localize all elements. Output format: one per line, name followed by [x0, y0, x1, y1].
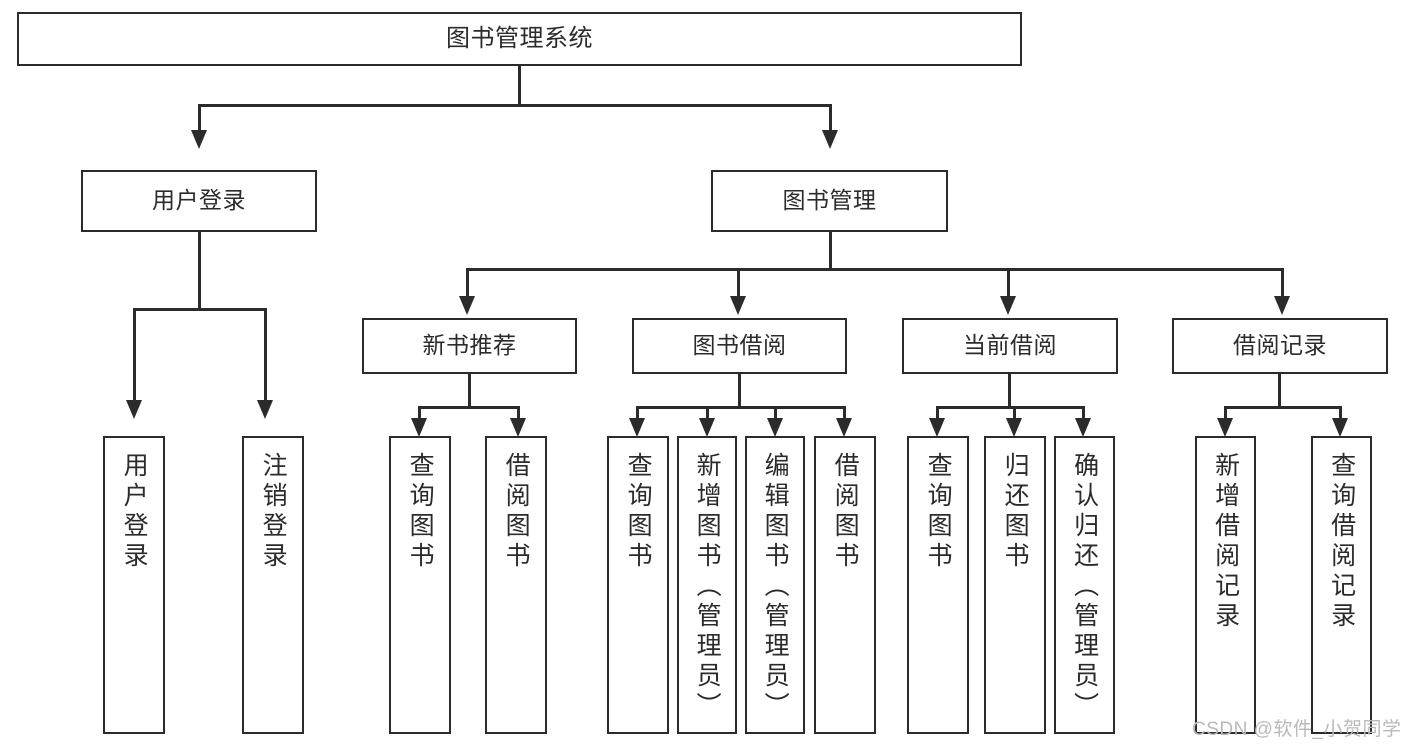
- node-book-management[interactable]: 图书管理: [711, 170, 948, 232]
- connector-root-drop-right: [829, 104, 832, 132]
- node-label: 查询图书: [406, 452, 435, 572]
- node-label: 确认归还（管理员）: [1070, 452, 1099, 722]
- connector-book-mgmt-bus: [466, 268, 1284, 271]
- leaf-recommend-1[interactable]: 查询图书: [389, 436, 451, 734]
- node-label: 新书推荐: [422, 332, 517, 359]
- leaf-current-borrow-3[interactable]: 确认归还（管理员）: [1054, 436, 1115, 734]
- connector-user-login-bus: [133, 308, 267, 311]
- leaf-current-borrow-2[interactable]: 归还图书: [984, 436, 1046, 734]
- arrowhead-to-current-borrow: [1000, 296, 1016, 315]
- arrowhead-to-new-book-recommend: [459, 296, 475, 315]
- node-label: 图书管理系统: [446, 24, 593, 52]
- node-label: 查询借阅记录: [1327, 452, 1356, 632]
- arrowhead-current-leaf-1: [929, 418, 945, 437]
- node-root-book-management-system[interactable]: 图书管理系统: [17, 12, 1022, 66]
- node-label: 图书管理: [782, 187, 877, 214]
- connector-book-mgmt-drop-1: [466, 268, 469, 298]
- leaf-book-borrow-4[interactable]: 借阅图书: [814, 436, 876, 734]
- connector-record-stem: [1278, 374, 1281, 408]
- leaf-borrow-record-2[interactable]: 查询借阅记录: [1311, 436, 1372, 734]
- node-current-borrow[interactable]: 当前借阅: [902, 318, 1118, 374]
- connector-current-bus: [936, 406, 1085, 409]
- connector-root-bus: [198, 104, 832, 107]
- connector-root-drop-left: [198, 104, 201, 132]
- connector-user-login-stem: [198, 232, 201, 310]
- leaf-user-login-2[interactable]: 注销登录: [242, 436, 304, 734]
- arrowhead-borrow-leaf-1: [629, 418, 645, 437]
- connector-book-mgmt-drop-4: [1281, 268, 1284, 298]
- node-label: 借阅图书: [831, 452, 860, 572]
- arrowhead-user-login-leaf-2: [257, 400, 273, 419]
- connector-book-mgmt-stem: [829, 232, 832, 270]
- node-label: 新增借阅记录: [1211, 452, 1240, 632]
- node-user-login[interactable]: 用户登录: [81, 170, 317, 232]
- leaf-current-borrow-1[interactable]: 查询图书: [907, 436, 969, 734]
- leaf-recommend-2[interactable]: 借阅图书: [485, 436, 547, 734]
- connector-borrow-stem: [738, 374, 741, 408]
- node-new-book-recommend[interactable]: 新书推荐: [362, 318, 577, 374]
- arrowhead-to-borrow-record: [1274, 296, 1290, 315]
- connector-root-stem: [518, 66, 521, 104]
- arrowhead-borrow-leaf-3: [767, 418, 783, 437]
- leaf-book-borrow-2[interactable]: 新增图书（管理员）: [677, 436, 737, 734]
- leaf-borrow-record-1[interactable]: 新增借阅记录: [1195, 436, 1256, 734]
- connector-recommend-stem: [468, 374, 471, 408]
- watermark-csdn: CSDN @软件_小贺同学: [1192, 719, 1402, 740]
- connector-record-bus: [1224, 406, 1342, 409]
- node-label: 用户登录: [120, 452, 149, 572]
- arrowhead-recommend-leaf-2: [510, 418, 526, 437]
- arrowhead-current-leaf-2: [1006, 418, 1022, 437]
- arrowhead-borrow-leaf-4: [836, 418, 852, 437]
- arrowhead-record-leaf-2: [1332, 418, 1348, 437]
- connector-borrow-bus: [636, 406, 846, 409]
- arrowhead-recommend-leaf-1: [411, 418, 427, 437]
- leaf-book-borrow-3[interactable]: 编辑图书（管理员）: [745, 436, 805, 734]
- connector-user-login-drop-2: [264, 308, 267, 402]
- arrowhead-record-leaf-1: [1217, 418, 1233, 437]
- arrowhead-current-leaf-3: [1075, 418, 1091, 437]
- node-label: 当前借阅: [963, 332, 1057, 359]
- node-label: 注销登录: [259, 452, 288, 572]
- node-label: 借阅记录: [1233, 332, 1327, 359]
- connector-book-mgmt-drop-2: [737, 268, 740, 298]
- arrowhead-to-book-management: [822, 130, 838, 149]
- arrowhead-to-user-login: [191, 130, 207, 149]
- arrowhead-to-book-borrow: [730, 296, 746, 315]
- arrowhead-user-login-leaf-1: [126, 400, 142, 419]
- connector-recommend-bus: [418, 406, 520, 409]
- node-label: 借阅图书: [502, 452, 531, 572]
- connector-current-stem: [1008, 374, 1011, 408]
- connector-user-login-drop-1: [133, 308, 136, 402]
- node-label: 查询图书: [624, 452, 653, 572]
- node-label: 编辑图书（管理员）: [761, 452, 790, 722]
- connector-book-mgmt-drop-3: [1007, 268, 1010, 298]
- node-label: 查询图书: [924, 452, 953, 572]
- node-label: 图书借阅: [692, 332, 787, 359]
- node-label: 新增图书（管理员）: [693, 452, 722, 722]
- node-book-borrow[interactable]: 图书借阅: [632, 318, 847, 374]
- leaf-book-borrow-1[interactable]: 查询图书: [607, 436, 669, 734]
- node-label: 用户登录: [152, 187, 246, 214]
- node-label: 归还图书: [1001, 452, 1030, 572]
- leaf-user-login-1[interactable]: 用户登录: [103, 436, 165, 734]
- arrowhead-borrow-leaf-2: [699, 418, 715, 437]
- node-borrow-record[interactable]: 借阅记录: [1172, 318, 1388, 374]
